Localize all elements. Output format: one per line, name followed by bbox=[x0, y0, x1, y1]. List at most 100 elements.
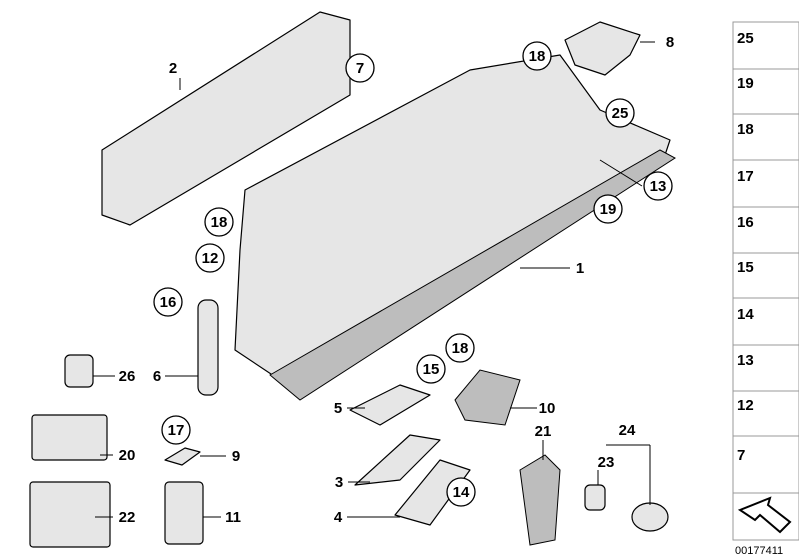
callout-22[interactable]: 22 bbox=[119, 509, 136, 526]
side-panel: 25 19 18 17 16 15 14 13 12 7 00177411 bbox=[732, 21, 799, 557]
callout-circle bbox=[153, 287, 183, 317]
callout-label: 13 bbox=[650, 178, 667, 195]
callout-label: 21 bbox=[535, 423, 552, 440]
callout-label: 10 bbox=[539, 400, 556, 417]
part-1-rim[interactable] bbox=[269, 149, 676, 401]
side-panel-label: 18 bbox=[737, 121, 754, 138]
callout-label: 23 bbox=[598, 454, 615, 471]
arrow-icon bbox=[737, 496, 792, 534]
callout-label: 3 bbox=[335, 474, 343, 491]
callout-label: 18 bbox=[211, 214, 228, 231]
callout-label: 26 bbox=[119, 368, 136, 385]
callout-circle bbox=[445, 333, 475, 363]
part-8-cover[interactable] bbox=[564, 21, 641, 76]
callout-label: 24 bbox=[619, 422, 636, 439]
callout-circle bbox=[161, 415, 191, 445]
callout-2[interactable]: 2 bbox=[169, 60, 177, 77]
callout-8[interactable]: 8 bbox=[666, 34, 674, 51]
callout-21[interactable]: 21 bbox=[535, 423, 552, 440]
leader-lines bbox=[93, 41, 655, 518]
callout-19[interactable]: 19 bbox=[593, 194, 623, 224]
part-10-latch[interactable] bbox=[454, 369, 521, 426]
callout-23[interactable]: 23 bbox=[598, 454, 615, 471]
callout-label: 11 bbox=[225, 509, 241, 526]
callout-17[interactable]: 17 bbox=[161, 415, 191, 445]
callout-5[interactable]: 5 bbox=[334, 400, 342, 417]
part-3[interactable] bbox=[354, 434, 441, 486]
callout-circle bbox=[195, 243, 225, 273]
side-panel-label: 16 bbox=[737, 214, 754, 231]
part-5[interactable] bbox=[349, 384, 431, 426]
part-24-key[interactable] bbox=[631, 502, 669, 532]
callout-circle bbox=[522, 41, 552, 71]
callout-label: 9 bbox=[232, 448, 240, 465]
side-panel-label: 15 bbox=[737, 259, 754, 276]
callout-1[interactable]: 1 bbox=[576, 260, 584, 277]
callout-26[interactable]: 26 bbox=[119, 368, 136, 385]
callout-circle bbox=[204, 207, 234, 237]
side-panel-label: 12 bbox=[737, 397, 754, 414]
part-21-key[interactable] bbox=[519, 454, 561, 546]
callout-circle bbox=[416, 354, 446, 384]
callout-label: 4 bbox=[334, 509, 343, 526]
part-2-panel[interactable] bbox=[101, 11, 351, 226]
part-20[interactable] bbox=[31, 414, 108, 461]
side-panel-label: 7 bbox=[737, 447, 745, 464]
callout-12[interactable]: 12 bbox=[195, 243, 225, 273]
part-4[interactable] bbox=[394, 459, 471, 526]
callout-13[interactable]: 13 bbox=[643, 171, 673, 201]
part-9[interactable] bbox=[164, 447, 201, 466]
callout-24[interactable]: 24 bbox=[619, 422, 636, 439]
callout-circle bbox=[643, 171, 673, 201]
callout-label: 17 bbox=[168, 422, 185, 439]
callout-18[interactable]: 18 bbox=[522, 41, 552, 71]
callout-label: 19 bbox=[600, 201, 617, 218]
callout-7[interactable]: 7 bbox=[345, 53, 375, 83]
callout-label: 16 bbox=[160, 294, 177, 311]
callout-3[interactable]: 3 bbox=[335, 474, 343, 491]
side-panel-label: 17 bbox=[737, 168, 754, 185]
callout-label: 25 bbox=[612, 105, 629, 122]
callout-label: 6 bbox=[153, 368, 161, 385]
callout-label: 8 bbox=[666, 34, 674, 51]
part-23-lock[interactable] bbox=[584, 484, 606, 511]
callout-label: 2 bbox=[169, 60, 177, 77]
callout-20[interactable]: 20 bbox=[119, 447, 136, 464]
callout-18[interactable]: 18 bbox=[445, 333, 475, 363]
callout-label: 5 bbox=[334, 400, 342, 417]
side-panel-label: 19 bbox=[737, 75, 754, 92]
callout-label: 12 bbox=[202, 250, 219, 267]
callout-label: 14 bbox=[453, 484, 470, 501]
part-6-damper[interactable] bbox=[197, 299, 219, 396]
callout-25[interactable]: 25 bbox=[605, 98, 635, 128]
callout-label: 22 bbox=[119, 509, 136, 526]
callout-15[interactable]: 15 bbox=[416, 354, 446, 384]
callout-circle bbox=[605, 98, 635, 128]
part-26[interactable] bbox=[64, 354, 94, 388]
callouts: 2 7 18 8 25 13 19 1 18 12 16 26 6 17 9 20 22 11 18 15 5 10 3 14… bbox=[119, 34, 675, 526]
callout-14[interactable]: 14 bbox=[446, 477, 476, 507]
callout-6[interactable]: 6 bbox=[153, 368, 161, 385]
callout-circle bbox=[593, 194, 623, 224]
part-22[interactable] bbox=[29, 481, 111, 548]
side-panel-label: 14 bbox=[737, 306, 754, 323]
callout-9[interactable]: 9 bbox=[232, 448, 240, 465]
callout-label: 7 bbox=[356, 60, 364, 77]
callout-10[interactable]: 10 bbox=[539, 400, 556, 417]
callout-circle bbox=[345, 53, 375, 83]
callout-4[interactable]: 4 bbox=[334, 509, 343, 526]
callout-label: 1 bbox=[576, 260, 584, 277]
callout-16[interactable]: 16 bbox=[153, 287, 183, 317]
part-11[interactable] bbox=[164, 481, 204, 545]
callout-label: 18 bbox=[452, 340, 469, 357]
callout-label: 18 bbox=[529, 48, 546, 65]
diagram-id: 00177411 bbox=[735, 545, 783, 557]
callout-label: 20 bbox=[119, 447, 136, 464]
callout-circle bbox=[446, 477, 476, 507]
side-panel-label: 13 bbox=[737, 352, 754, 369]
callout-label: 15 bbox=[423, 361, 440, 378]
side-panel-label: 25 bbox=[737, 30, 754, 47]
callout-18[interactable]: 18 bbox=[204, 207, 234, 237]
callout-11[interactable]: 11 bbox=[225, 509, 241, 526]
